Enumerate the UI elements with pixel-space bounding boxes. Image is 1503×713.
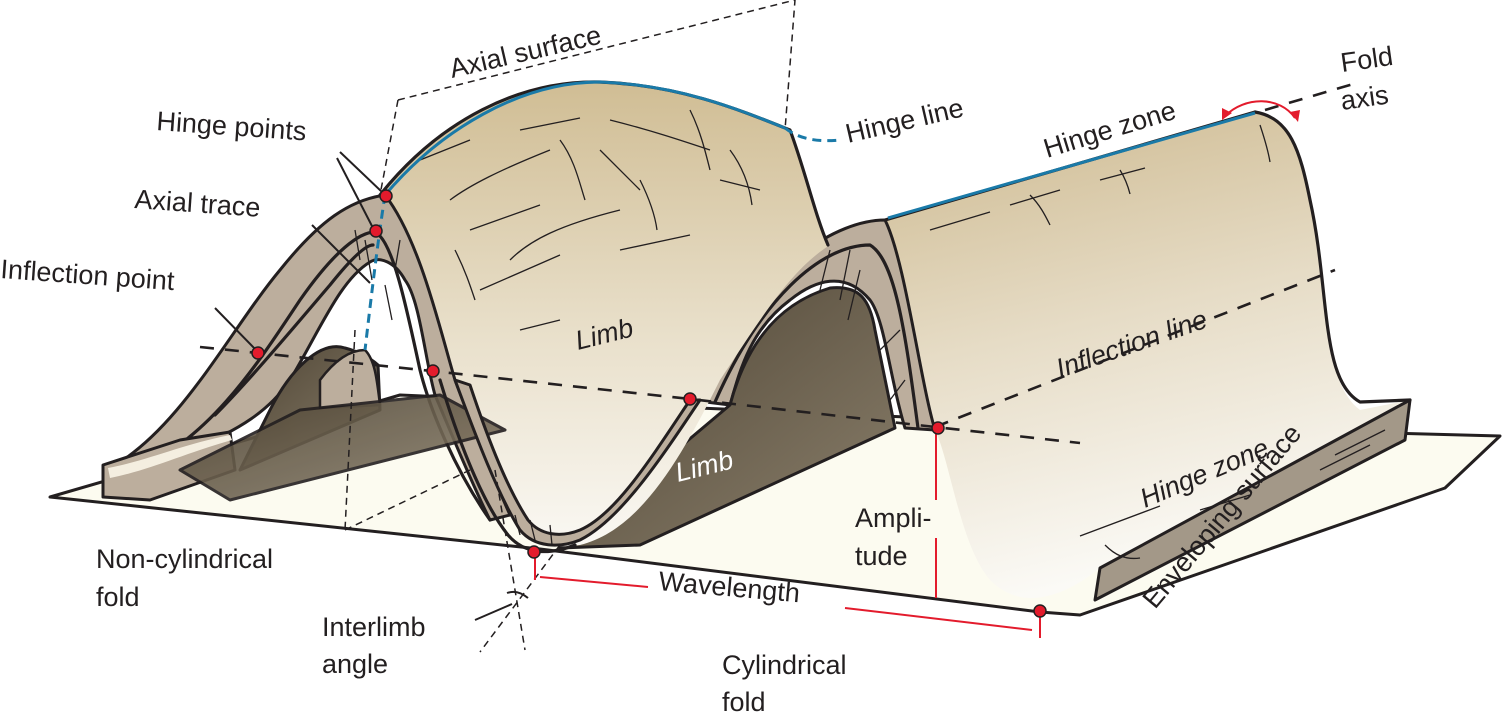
hinge-line-right: [887, 111, 1256, 220]
hinge-point-outer: [379, 189, 393, 203]
non-cylindrical-fold-body: [101, 80, 830, 554]
label-cylindrical-2: fold: [722, 687, 766, 713]
label-fold-axis-2: axis: [1339, 80, 1391, 116]
rotation-arrowhead-left: [1222, 108, 1232, 120]
label-axial-trace: Axial trace: [134, 184, 262, 223]
inflection-point-mid-left: [426, 364, 440, 378]
label-axial-surface: Axial surface: [447, 20, 604, 84]
fold-axis-line: [1222, 80, 1361, 122]
label-amplitude-1: Ampli-: [855, 503, 932, 533]
inflection-point-left: [251, 346, 265, 360]
trough-hinge-point-right: [1033, 604, 1047, 618]
label-interlimb-1: Interlimb: [322, 612, 426, 642]
cylindrical-fold-body: [883, 110, 1412, 602]
label-fold-axis-1: Fold: [1339, 41, 1395, 78]
label-hinge-points: Hinge points: [156, 106, 308, 146]
trough-hinge-point-left: [527, 545, 541, 559]
label-inflection-point: Inflection point: [0, 254, 176, 296]
label-amplitude-2: tude: [855, 541, 908, 571]
label-hinge-line: Hinge line: [843, 93, 967, 149]
inflection-line: [199, 268, 1336, 445]
rotation-arrowhead-right: [1290, 110, 1300, 122]
hinge-point-inner: [369, 224, 383, 238]
wavelength-marker: [534, 552, 1041, 638]
axial-surface-plane: [344, 0, 796, 531]
hinge-line-left: [363, 80, 841, 351]
label-cylindrical-1: Cylindrical: [722, 650, 847, 680]
leader-lines: [214, 151, 384, 351]
interlimb-angle-construction: [474, 469, 561, 653]
inflection-point-mid: [683, 392, 697, 406]
label-non-cylindrical-2: fold: [96, 582, 140, 612]
label-non-cylindrical-1: Non-cylindrical: [96, 544, 273, 574]
label-interlimb-2: angle: [322, 649, 388, 679]
inflection-point-right: [931, 421, 945, 435]
